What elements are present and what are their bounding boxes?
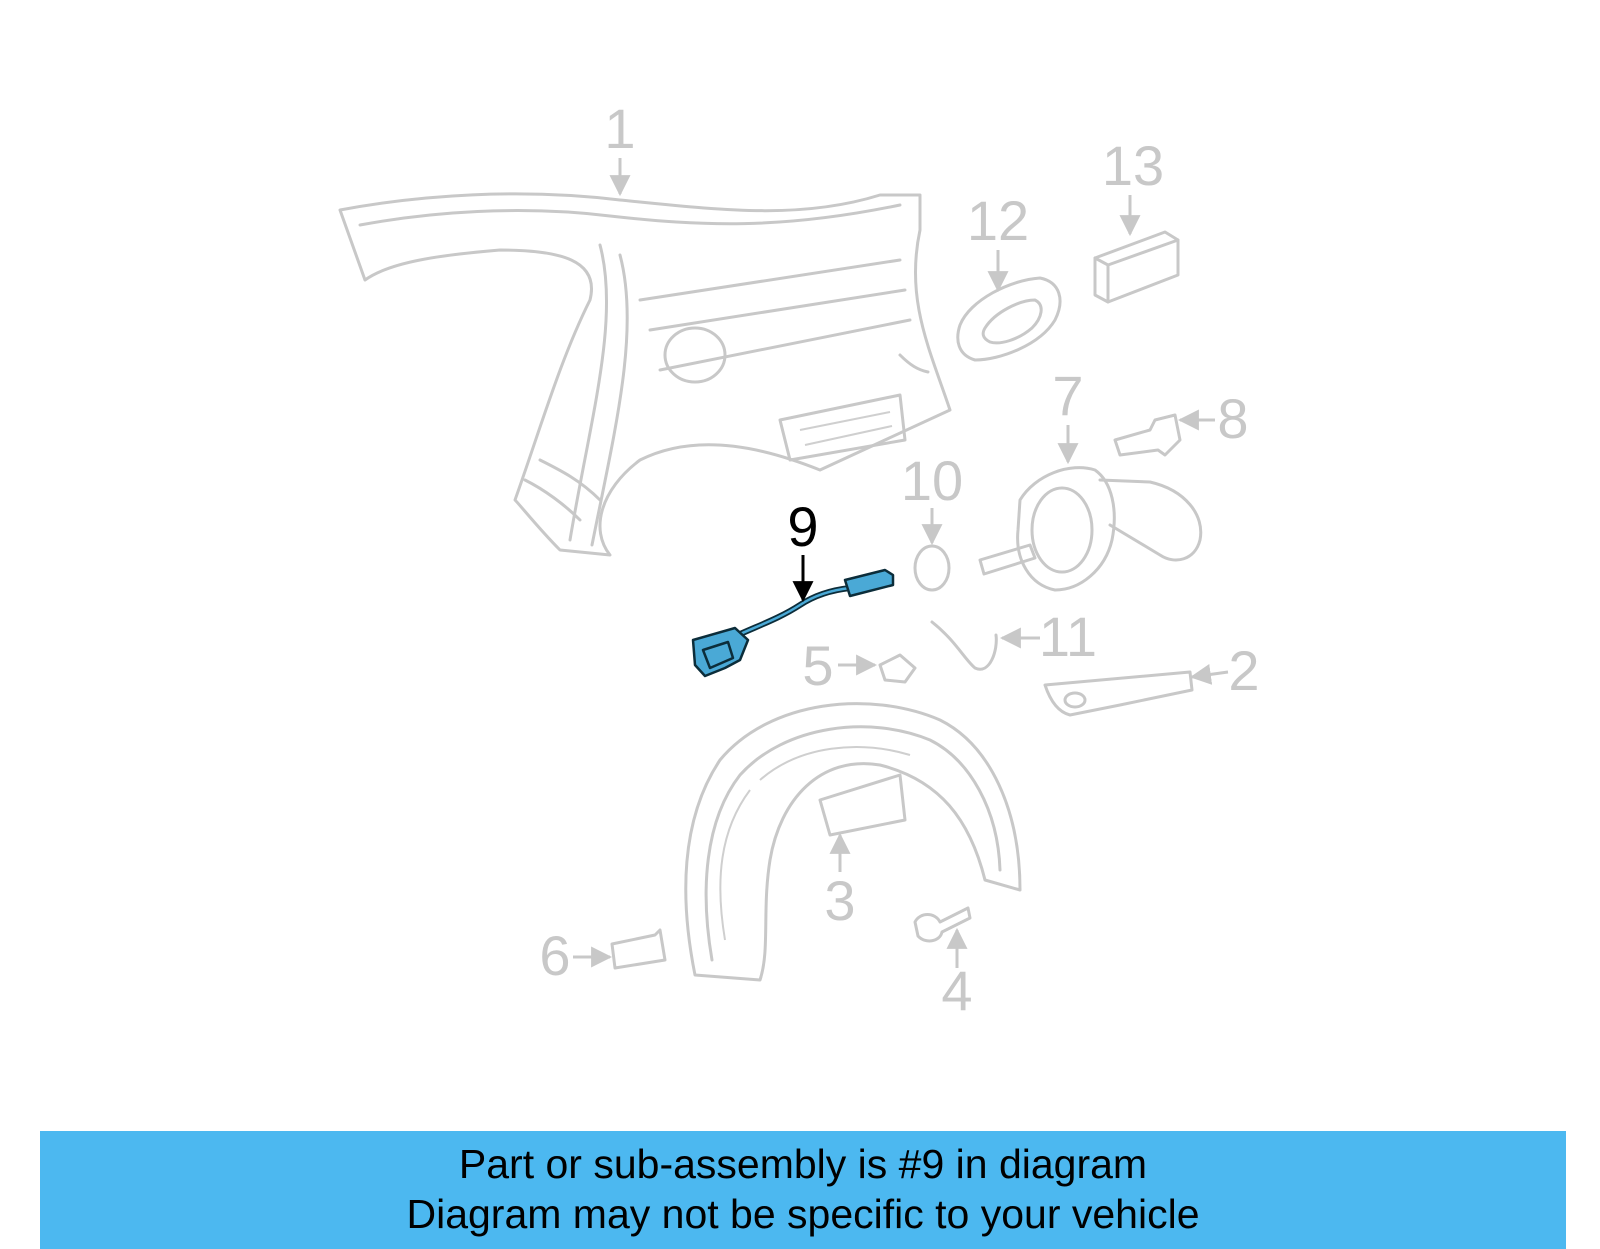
label-1: 1 (604, 97, 635, 160)
label-6: 6 (539, 924, 570, 987)
part-11-rod (930, 620, 998, 671)
label-5: 5 (802, 634, 833, 697)
banner-line-disclaimer: Diagram may not be specific to your vehi… (406, 1191, 1200, 1237)
part-4-screw (913, 906, 972, 943)
part-1-quarter-panel (338, 192, 952, 557)
label-3: 3 (824, 869, 855, 932)
part-5-clip (878, 653, 917, 684)
label-13: 13 (1102, 134, 1164, 197)
info-banner: Part or sub-assembly is #9 in diagram Di… (40, 1131, 1566, 1249)
label-11: 11 (1039, 605, 1097, 668)
part-13-pad (1093, 230, 1180, 304)
part-7-fuel-door-housing (978, 466, 1203, 592)
part-9-release-cable (691, 568, 895, 678)
part-3-wheelhouse-liner (684, 702, 1022, 982)
label-9: 9 (787, 495, 818, 558)
part-10-cap (913, 544, 951, 592)
part-6-retainer (610, 928, 667, 970)
label-12: 12 (967, 189, 1029, 252)
callout-labels: 1 12 13 7 8 10 11 2 5 3 4 6 9 (539, 97, 1259, 1022)
part-12-oval-pocket (956, 276, 1062, 362)
banner-line-part: Part or sub-assembly is #9 in diagram (458, 1141, 1148, 1187)
label-10: 10 (901, 449, 963, 512)
label-7: 7 (1052, 364, 1083, 427)
label-8: 8 (1217, 387, 1248, 450)
part-8-latch (1113, 413, 1182, 457)
label-2: 2 (1228, 639, 1259, 702)
arrow-2 (1189, 663, 1229, 685)
part-2-bracket (1043, 670, 1194, 717)
label-4: 4 (941, 959, 972, 1022)
callout-arrows (573, 158, 1229, 968)
